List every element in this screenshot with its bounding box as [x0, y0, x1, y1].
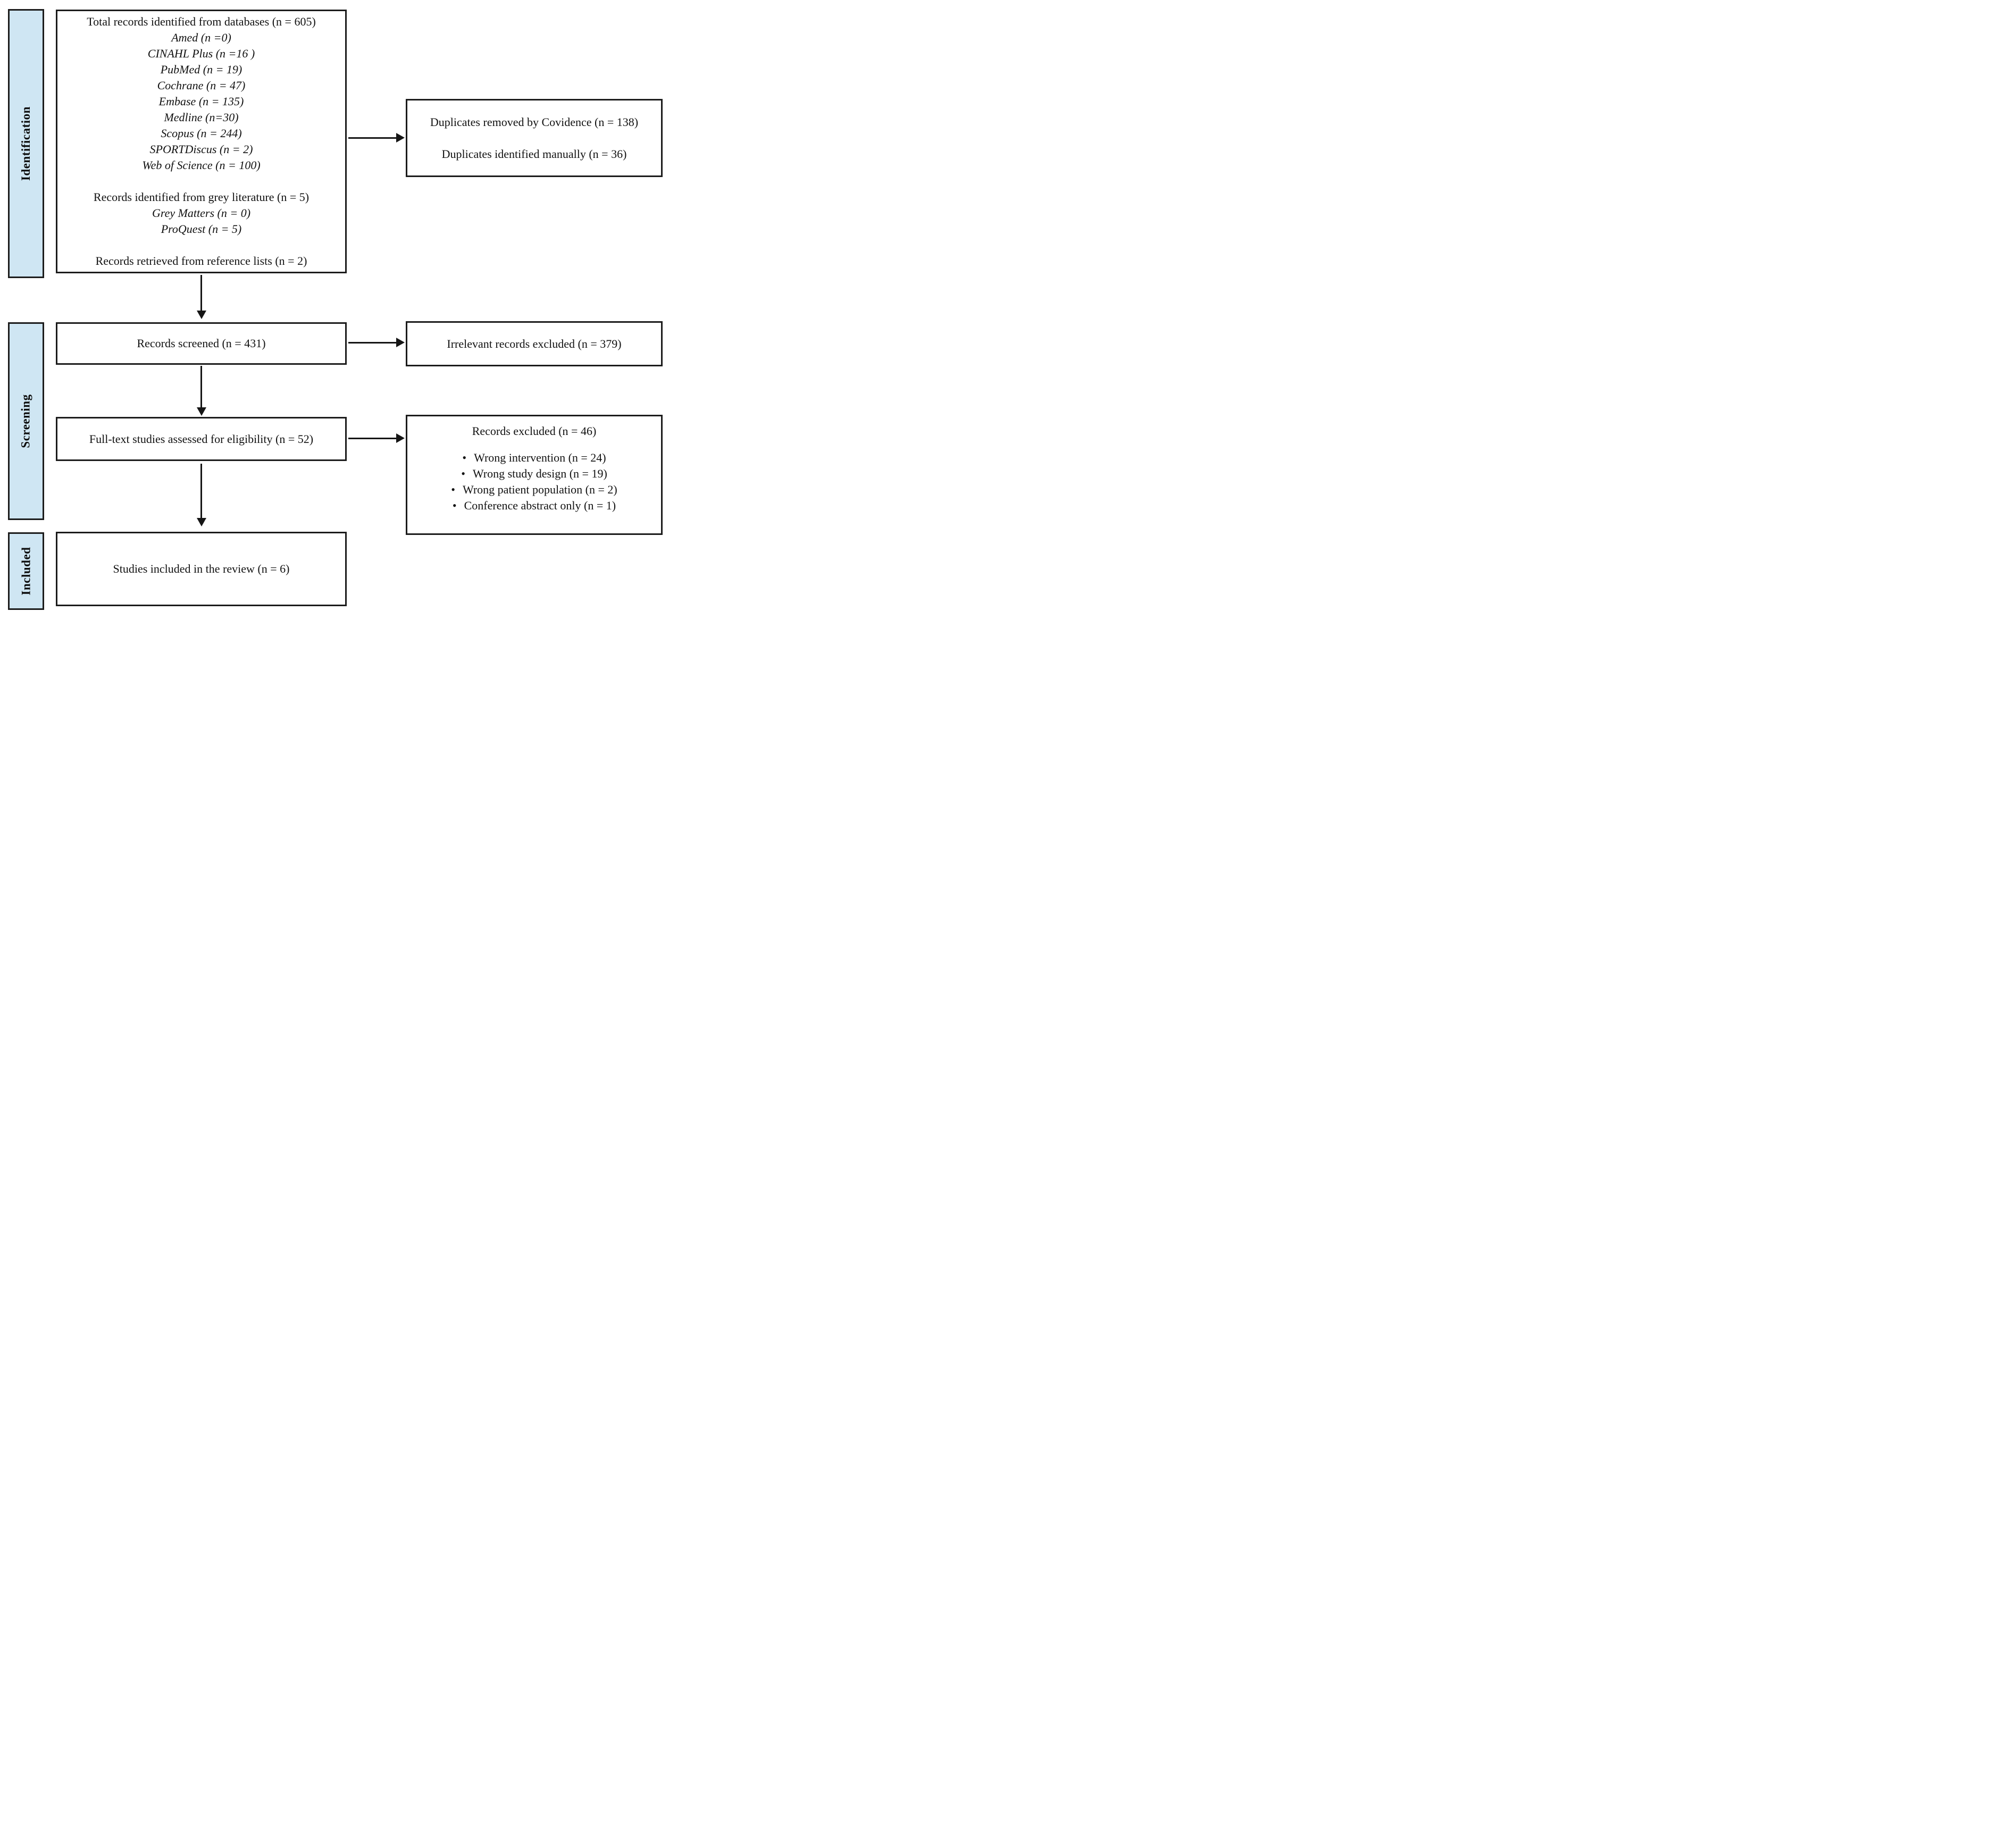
studies-included-label: Studies included in the review (n = 6) — [113, 562, 290, 575]
exclusion-reason-label: Wrong patient population (n = 2) — [462, 483, 617, 496]
bullet-icon: • — [462, 451, 467, 464]
bullet-icon: • — [461, 467, 465, 480]
grey-literature-title: Records identified from grey literature … — [93, 190, 309, 204]
box-studies-included: Studies included in the review (n = 6) — [56, 532, 347, 606]
database-count-line-webofscience: Web of Science (n = 100) — [142, 158, 261, 172]
reference-lists-line: Records retrieved from reference lists (… — [95, 254, 307, 267]
arrowhead-down-icon — [197, 311, 206, 319]
box-duplicates-removed: Duplicates removed by Covidence (n = 138… — [406, 99, 663, 177]
box-records-excluded: Records excluded (n = 46) • Wrong interve… — [406, 415, 663, 535]
database-count-line-scopus: Scopus (n = 244) — [161, 127, 242, 140]
records-identified-title: Total records identified from databases … — [87, 15, 316, 28]
fulltext-assessed-label: Full-text studies assessed for eligibili… — [89, 432, 314, 446]
database-count-line-cochrane: Cochrane (n = 47) — [157, 79, 246, 92]
database-count-line-sportdiscus: SPORTDiscus (n = 2) — [149, 143, 253, 156]
stage-label-screening-text: Screening — [19, 394, 32, 448]
duplicates-manual-line: Duplicates identified manually (n = 36) — [441, 147, 627, 161]
exclusion-reason-row: • Conference abstract only (n = 1) — [407, 498, 661, 514]
arrow-identified-to-screened-shaft — [200, 275, 202, 311]
stage-label-screening: Screening — [8, 322, 44, 520]
arrow-identified-to-duplicates-shaft — [348, 137, 396, 139]
database-count-line-cinahl: CINAHL Plus (n =16 ) — [147, 47, 255, 60]
database-count-line-amed: Amed (n =0) — [171, 31, 231, 44]
arrow-screened-to-fulltext-shaft — [200, 366, 202, 407]
grey-source-line-proquest: ProQuest (n = 5) — [161, 222, 242, 236]
arrowhead-right-icon — [396, 133, 405, 143]
arrowhead-down-icon — [197, 407, 206, 416]
stage-label-identification: Identification — [8, 9, 44, 278]
database-count-line-pubmed: PubMed (n = 19) — [160, 63, 242, 76]
exclusion-reason-label: Conference abstract only (n = 1) — [464, 499, 616, 512]
arrowhead-right-icon — [396, 433, 405, 443]
stage-label-included: Included — [8, 532, 44, 610]
prisma-flow-diagram: Identification Screening Included Total … — [0, 0, 672, 614]
arrowhead-right-icon — [396, 338, 405, 347]
box-records-screened: Records screened (n = 431) — [56, 322, 347, 365]
blank-line — [57, 173, 345, 189]
grey-source-line-greymatters: Grey Matters (n = 0) — [152, 206, 251, 220]
box-records-identified: Total records identified from databases … — [56, 10, 347, 273]
arrow-screened-to-irrelevant-shaft — [348, 342, 396, 344]
box-irrelevant-excluded: Irrelevant records excluded (n = 379) — [406, 321, 663, 366]
records-excluded-title: Records excluded (n = 46) — [472, 424, 597, 438]
database-count-line-medline: Medline (n=30) — [164, 111, 239, 124]
box-fulltext-assessed: Full-text studies assessed for eligibili… — [56, 417, 347, 461]
stage-label-included-text: Included — [19, 547, 32, 596]
exclusion-reason-label: Wrong study design (n = 19) — [472, 467, 607, 480]
stage-label-identification-text: Identification — [19, 106, 33, 181]
duplicates-covidence-line: Duplicates removed by Covidence (n = 138… — [430, 115, 639, 129]
records-screened-label: Records screened (n = 431) — [137, 337, 266, 350]
database-count-line-embase: Embase (n = 135) — [158, 95, 244, 108]
arrow-fulltext-to-excluded-shaft — [348, 438, 396, 439]
exclusion-reason-label: Wrong intervention (n = 24) — [474, 451, 606, 464]
blank-line — [57, 237, 345, 253]
exclusion-reason-row: • Wrong patient population (n = 2) — [407, 482, 661, 498]
irrelevant-excluded-label: Irrelevant records excluded (n = 379) — [447, 337, 622, 350]
arrowhead-down-icon — [197, 518, 206, 526]
bullet-icon: • — [451, 483, 455, 496]
bullet-icon: • — [452, 499, 457, 512]
arrow-fulltext-to-included-shaft — [200, 464, 202, 518]
blank-line — [407, 439, 661, 450]
exclusion-reason-row: • Wrong study design (n = 19) — [407, 466, 661, 482]
exclusion-reason-row: • Wrong intervention (n = 24) — [407, 450, 661, 466]
